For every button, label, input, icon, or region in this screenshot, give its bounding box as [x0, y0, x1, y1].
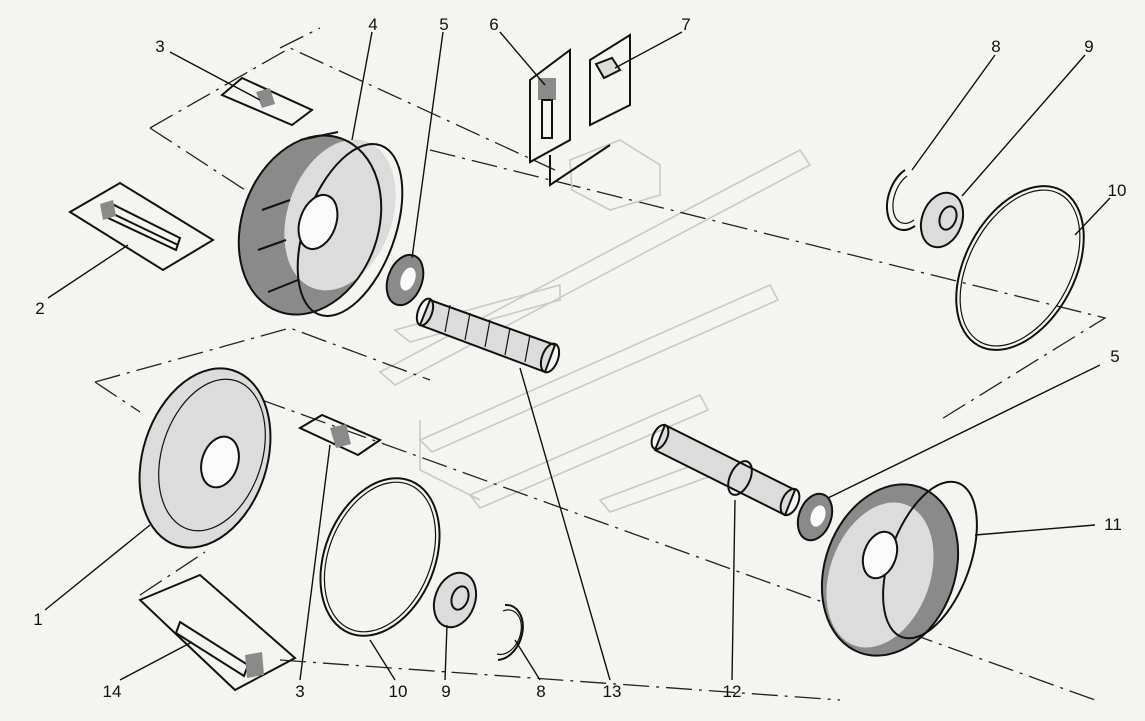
- label-part-9-upper: 9: [1084, 37, 1093, 56]
- label-part-8-upper: 8: [991, 37, 1000, 56]
- label-part-13: 13: [603, 682, 622, 701]
- part-5-oil-seal-lower: [796, 492, 834, 542]
- part-1-cover-plate: [138, 367, 272, 549]
- label-part-4: 4: [368, 15, 377, 34]
- label-part-10-lower: 10: [389, 682, 408, 701]
- label-part-14: 14: [103, 682, 122, 701]
- label-part-6: 6: [489, 15, 498, 34]
- label-part-9-lower: 9: [441, 682, 450, 701]
- part-3-plug-upper: [220, 76, 314, 127]
- label-part-7: 7: [681, 15, 690, 34]
- label-part-12: 12: [723, 682, 742, 701]
- part-5-oil-seal-upper: [385, 253, 425, 307]
- label-part-8-lower: 8: [536, 682, 545, 701]
- label-part-3-upper: 3: [155, 37, 164, 56]
- part-mount-block: [549, 139, 661, 211]
- part-10-o-ring-lower: [319, 477, 441, 637]
- part-10-o-ring-upper: [955, 185, 1085, 351]
- part-12-splined-shaft: [650, 423, 801, 517]
- callout-labels: 3 4 5 6 7 8 9 10 2 5 11 1 14 3 10 9 8 13…: [33, 15, 1126, 701]
- label-part-10-upper: 10: [1108, 181, 1127, 200]
- part-9-bearing-lower: [432, 571, 478, 629]
- label-part-11: 11: [1104, 515, 1122, 534]
- part-2-bolt: [68, 181, 215, 272]
- part-8-snap-ring-upper: [886, 169, 916, 231]
- part-7-nut: [589, 33, 631, 127]
- part-11-lower-housing: [820, 480, 978, 657]
- part-4-upper-housing: [237, 131, 404, 317]
- label-part-3-lower: 3: [295, 682, 304, 701]
- leader-lines: [44, 31, 1111, 681]
- part-9-bearing-upper: [919, 191, 965, 249]
- part-13-splined-shaft: [415, 297, 561, 374]
- label-part-5-lower: 5: [1110, 347, 1119, 366]
- part-14-bolt: [138, 573, 297, 692]
- assembly-lines: [94, 27, 1107, 701]
- part-8-snap-ring-lower: [496, 603, 524, 661]
- part-3-plug-lower: [297, 413, 383, 457]
- label-part-1: 1: [33, 610, 42, 629]
- label-part-5-upper: 5: [439, 15, 448, 34]
- label-part-2: 2: [35, 299, 44, 318]
- part-6-cap-screw: [529, 48, 571, 164]
